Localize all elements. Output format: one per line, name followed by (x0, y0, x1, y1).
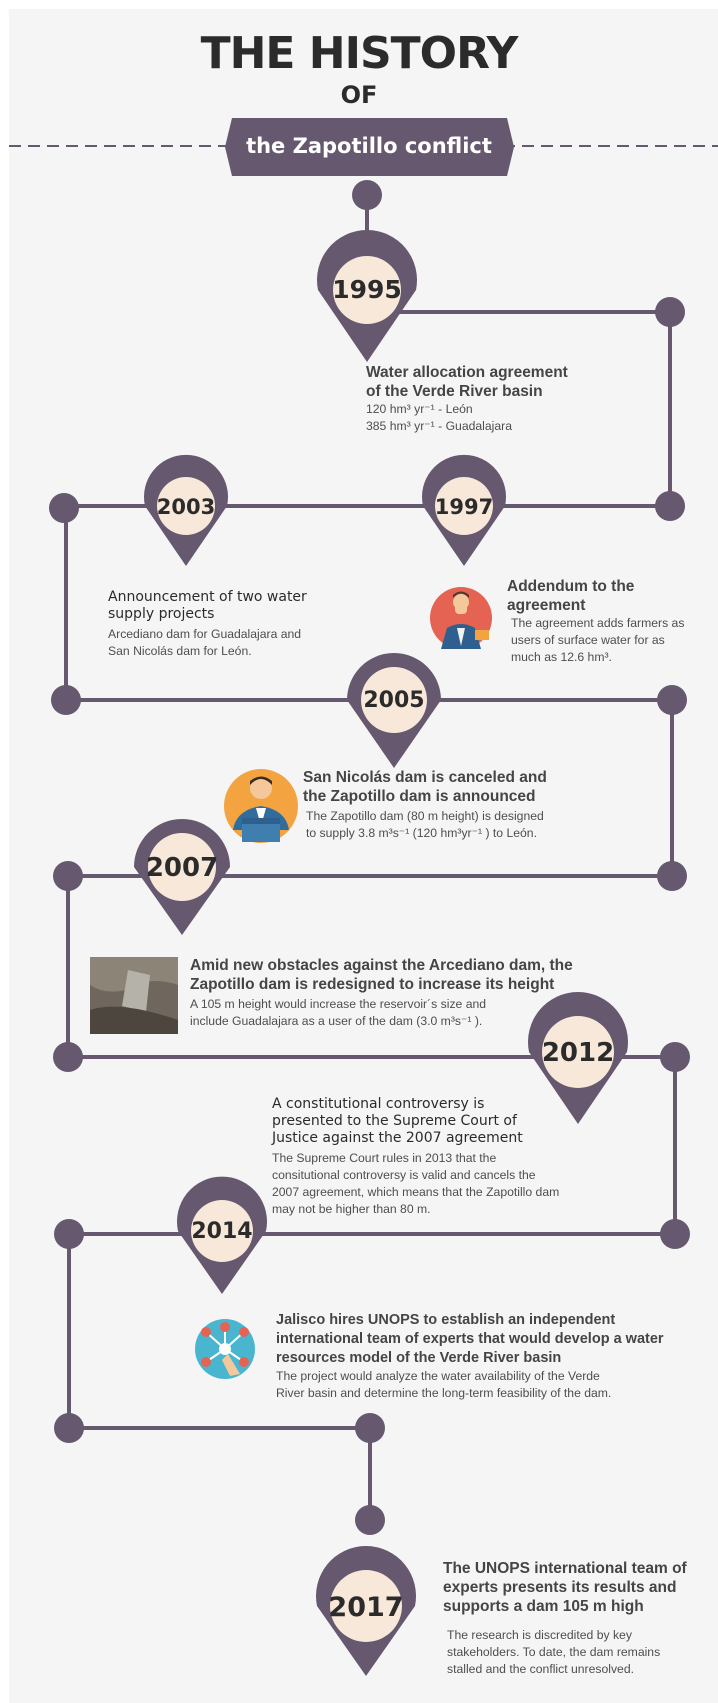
pin-face (191, 1200, 253, 1262)
event-heading-line: Amid new obstacles against the Arcediano… (190, 957, 573, 974)
speaker-podium-icon (224, 769, 298, 843)
banner-text: the Zapotillo conflict (246, 134, 492, 158)
pin-2012 (528, 992, 628, 1124)
event-2012: A constitutional controversy is presente… (272, 1096, 672, 1218)
junction-dot (655, 491, 685, 521)
year-label-2003: 2003 (156, 495, 216, 519)
event-heading-line: Water allocation agreement (366, 364, 568, 381)
junction-dot (660, 1219, 690, 1249)
junction-dot (355, 1505, 385, 1535)
year-label-2005: 2005 (363, 688, 425, 713)
junction-dot (53, 1042, 83, 1072)
junction-dot (355, 1413, 385, 1443)
pin-face (361, 667, 427, 733)
pin-2003 (144, 454, 229, 566)
event-body-line: Arcediano dam for Guadalajara and (108, 627, 302, 641)
event-body-line: consitutional controversy is valid and c… (272, 1168, 536, 1182)
event-2005: San Nicolás dam is canceled and the Zapo… (303, 768, 683, 842)
title-banner (225, 118, 514, 176)
event-body-line: River basin and determine the long-term … (276, 1386, 612, 1400)
pin-face (333, 256, 401, 324)
junction-dot (660, 1042, 690, 1072)
event-heading-line: Addendum to the (507, 578, 635, 595)
pin-2005 (347, 653, 441, 768)
junction-dot (655, 297, 685, 327)
event-heading-line: The UNOPS international team of (443, 1560, 687, 1577)
event-heading-line: of the Verde River basin (366, 383, 543, 400)
event-body-line: The Zapotillo dam (80 m height) is desig… (306, 809, 544, 823)
title-line-2: OF (340, 81, 378, 109)
event-heading-line: San Nicolás dam is canceled and (303, 769, 547, 786)
businessman-icon (430, 587, 492, 649)
event-heading-line: presented to the Supreme Court of (272, 1113, 517, 1129)
event-1995: Water allocation agreement of the Verde … (366, 363, 686, 435)
event-heading-line: supports a dam 105 m high (443, 1598, 644, 1615)
year-label-1997: 1997 (434, 495, 494, 519)
junction-dot (54, 1219, 84, 1249)
pin-2014 (176, 1176, 267, 1294)
event-body-line: San Nicolás dam for León. (108, 644, 252, 658)
event-body-line: 120 hm³ yr⁻¹ - León (366, 402, 473, 416)
junction-dot (49, 493, 79, 523)
event-body-line: stalled and the conflict unresolved. (447, 1662, 634, 1676)
event-2007: Amid new obstacles against the Arcediano… (190, 956, 650, 1030)
title-line-1: THE HISTORY (200, 28, 519, 79)
pin-face (148, 833, 216, 901)
junction-dot (657, 685, 687, 715)
event-2003: Announcement of two water supply project… (108, 589, 378, 660)
pin-face (330, 1570, 402, 1642)
pin-2007 (134, 819, 230, 935)
pin-2017 (316, 1546, 416, 1676)
event-2014: Jalisco hires UNOPS to establish an inde… (276, 1311, 712, 1402)
junction-dot (657, 861, 687, 891)
network-hand-icon (195, 1319, 255, 1379)
event-heading-line: international team of experts that would… (276, 1331, 664, 1347)
event-heading-line: Jalisco hires UNOPS to establish an inde… (276, 1312, 616, 1328)
event-1997: Addendum to the agreement The agreement … (507, 577, 707, 666)
event-body-line: include Guadalajara as a user of the dam… (190, 1014, 483, 1028)
event-heading-line: agreement (507, 597, 586, 614)
year-label-2007: 2007 (145, 853, 219, 883)
dam-photo (90, 957, 178, 1034)
event-body-line: The research is discredited by key (447, 1628, 632, 1642)
junction-dot (53, 861, 83, 891)
event-body-line: The project would analyze the water avai… (276, 1369, 600, 1383)
junction-dot (54, 1413, 84, 1443)
year-label-2017: 2017 (328, 1592, 404, 1623)
pin-1995 (317, 230, 417, 362)
year-label-2014: 2014 (191, 1219, 253, 1244)
event-heading-line: the Zapotillo dam is announced (303, 788, 536, 805)
pin-face (157, 477, 215, 535)
event-body-line: may not be higher than 80 m. (272, 1202, 431, 1216)
event-heading-line: Justice against the 2007 agreement (272, 1130, 523, 1146)
event-body-line: to supply 3.8 m³s⁻¹ (120 hm³yr⁻¹ ) to Le… (306, 826, 537, 840)
timeline-junction-dots (49, 180, 690, 1535)
event-heading-line: Announcement of two water (108, 589, 307, 605)
event-body-line: 2007 agreement, which means that the Zap… (272, 1185, 560, 1199)
event-heading-line: A constitutional controversy is (272, 1096, 485, 1112)
year-label-2012: 2012 (541, 1038, 615, 1068)
event-2017: The UNOPS international team of experts … (443, 1559, 713, 1678)
event-heading-line: Zapotillo dam is redesigned to increase … (190, 976, 555, 993)
year-label-1995: 1995 (332, 275, 402, 304)
event-heading-line: supply projects (108, 606, 215, 622)
pin-face (435, 477, 493, 535)
pin-face (542, 1016, 614, 1088)
event-body-line: users of surface water for as (511, 633, 665, 647)
junction-dot (352, 180, 382, 210)
event-body-line: 385 hm³ yr⁻¹ - Guadalajara (366, 419, 512, 433)
event-body-line: much as 12.6 hm³. (511, 650, 612, 664)
event-body-line: stakeholders. To date, the dam remains (447, 1645, 661, 1659)
event-heading-line: resources model of the Verde River basin (276, 1350, 562, 1366)
event-heading-line: experts presents its results and (443, 1579, 677, 1596)
pin-1997 (422, 454, 506, 566)
event-body-line: The agreement adds farmers as (511, 616, 685, 630)
event-body-line: A 105 m height would increase the reserv… (190, 997, 487, 1011)
junction-dot (51, 685, 81, 715)
event-body-line: The Supreme Court rules in 2013 that the (272, 1151, 497, 1165)
